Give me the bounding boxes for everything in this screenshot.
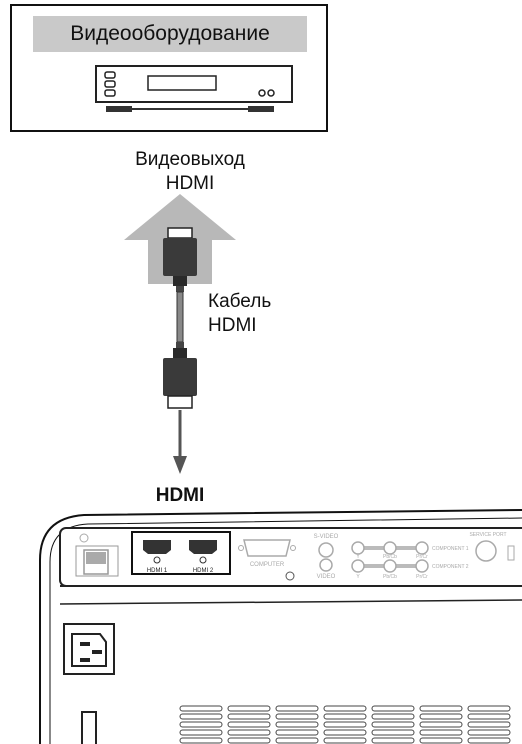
component-1-pb-label: Pb/Cb — [383, 554, 397, 560]
ac-power-socket — [63, 623, 115, 675]
video-output-label: Видеовыход HDMI — [95, 148, 285, 196]
vent-slot — [323, 713, 367, 720]
service-port-label: SERVICE PORT — [469, 532, 506, 538]
vent-slot — [467, 729, 511, 736]
video-label: VIDEO — [317, 574, 336, 580]
vent-slot — [179, 729, 223, 736]
projector-back-panel: HDMI 1 HDMI 2 COMPUTER S-VIDEO VIDEO Y P… — [39, 509, 522, 744]
s-video-port — [318, 542, 334, 558]
vent-slot — [275, 737, 319, 744]
hdmi-cable — [163, 227, 197, 409]
component-1-y-label: Y — [356, 554, 360, 560]
video-equipment-title: Видеооборудование — [33, 16, 307, 52]
component-2-y-label: Y — [356, 574, 360, 580]
component-2-pb-label: Pb/Cb — [383, 574, 397, 580]
vent-slot — [323, 737, 367, 744]
vent-slot — [467, 705, 511, 712]
vent-slot — [467, 737, 511, 744]
vent-slot — [227, 737, 271, 744]
vent-slot — [371, 705, 415, 712]
hdmi-cable-label-line2: HDMI — [208, 315, 257, 336]
vent-slot — [467, 713, 511, 720]
power-switch — [75, 545, 119, 577]
vent-slot — [227, 705, 271, 712]
vent-slot — [323, 721, 367, 728]
video-equipment-title-text: Видеооборудование — [70, 22, 270, 45]
hdmi-2-port — [189, 540, 217, 564]
video-player-icon — [95, 65, 293, 112]
vent-slot — [275, 729, 319, 736]
vent-slot — [467, 721, 511, 728]
hdmi-1-label: HDMI 1 — [147, 568, 168, 574]
component-1-label: COMPONENT 1 — [432, 546, 469, 552]
component-2-pr-label: Pr/Cr — [416, 574, 428, 580]
connection-arrow — [173, 410, 187, 474]
vent-slot — [323, 729, 367, 736]
vent-slot — [227, 713, 271, 720]
vent-slot — [419, 737, 463, 744]
component-1-pr-label: Pr/Cr — [416, 554, 428, 560]
vent-slot — [275, 713, 319, 720]
vent-slot — [275, 705, 319, 712]
vent-slot — [371, 721, 415, 728]
vent-slot — [179, 737, 223, 744]
vent-slot — [371, 729, 415, 736]
vent-grille — [179, 705, 511, 744]
video-output-label-line2: HDMI — [165, 173, 215, 194]
vent-slot — [419, 721, 463, 728]
video-output-label-line1: Видеовыход — [135, 149, 245, 170]
vent-slot — [275, 721, 319, 728]
vent-slot — [371, 737, 415, 744]
hdmi-1-port — [143, 540, 171, 564]
vent-slot — [419, 729, 463, 736]
vent-slot — [179, 705, 223, 712]
video-port — [319, 558, 333, 572]
service-port — [475, 540, 497, 562]
vent-slot — [227, 729, 271, 736]
hdmi-input-label: HDMI — [155, 485, 205, 506]
component-2-label: COMPONENT 2 — [432, 564, 469, 570]
computer-port — [238, 539, 296, 557]
vent-slot — [419, 713, 463, 720]
hdmi-2-label: HDMI 2 — [193, 568, 214, 574]
s-video-label: S-VIDEO — [314, 534, 339, 540]
hdmi-cable-label: Кабель HDMI — [208, 290, 318, 338]
vent-slot — [227, 721, 271, 728]
vent-slot — [179, 713, 223, 720]
vent-slot — [323, 705, 367, 712]
hdmi-cable-label-line1: Кабель — [208, 291, 272, 312]
vent-slot — [371, 713, 415, 720]
vent-slot — [179, 721, 223, 728]
computer-label: COMPUTER — [250, 562, 285, 568]
vent-slot — [419, 705, 463, 712]
component-jacks — [351, 541, 429, 573]
